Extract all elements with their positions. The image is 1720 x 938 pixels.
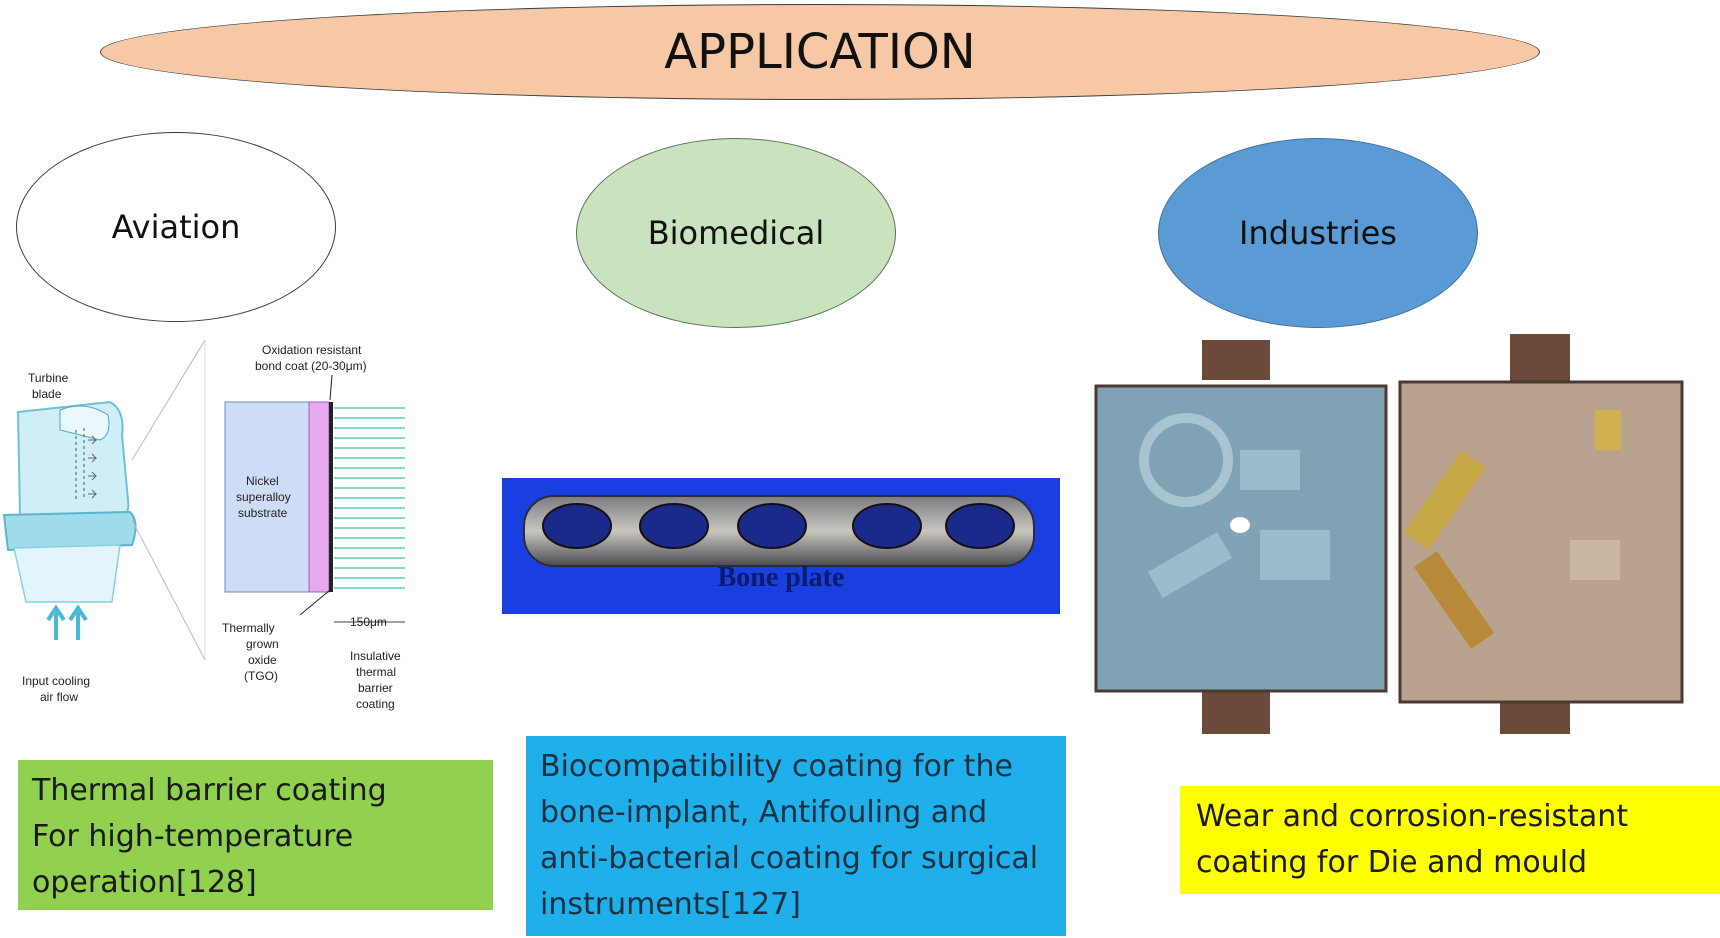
substrate-layer <box>224 401 310 593</box>
turbine-blade-tbc-figure: Turbine blade Oxidation resistant bond c… <box>2 340 405 711</box>
aviation-description-line: operation[128] <box>32 865 257 900</box>
label-cooling-2: air flow <box>40 690 78 704</box>
label-tgo-1: Thermally <box>222 621 275 635</box>
industries-description-line: coating for Die and mould <box>1196 845 1588 880</box>
label-substrate-2: superalloy <box>236 490 291 504</box>
bone-plate-image: Bone plate <box>502 478 1060 614</box>
label-tgo-3: oxide <box>248 653 277 667</box>
biomedical-description-line: instruments[127] <box>540 887 801 922</box>
label-tbc-2: thermal <box>356 665 396 679</box>
label-tgo-2: grown <box>246 637 279 651</box>
label-turbine: Turbine <box>28 371 69 385</box>
aviation-label: Aviation <box>111 208 241 246</box>
biomedical-ellipse: Biomedical <box>576 138 896 328</box>
tbc-columns <box>334 407 405 589</box>
label-blade: blade <box>32 387 62 401</box>
aviation-description-line: Thermal barrier coating <box>32 773 387 808</box>
label-bond-coat-1: Oxidation resistant <box>262 343 362 357</box>
bond-coat-layer <box>308 401 330 593</box>
label-tgo-4: (TGO) <box>244 669 278 683</box>
aviation-description-line: For high-temperature <box>32 819 354 854</box>
turbine-blade-illustration <box>2 400 137 640</box>
biomedical-description-line: bone-implant, Antifouling and <box>540 795 988 830</box>
label-thickness: 150μm <box>350 615 387 629</box>
industries-description-box: Wear and corrosion-resistant coating for… <box>1180 786 1720 894</box>
aviation-ellipse: Aviation <box>16 132 336 322</box>
label-substrate-3: substrate <box>238 506 288 520</box>
biomedical-description-line: anti-bacterial coating for surgical <box>540 841 1039 876</box>
label-cooling-1: Input cooling <box>22 674 90 688</box>
tgo-layer <box>329 402 333 592</box>
application-title: APPLICATION <box>664 24 976 80</box>
industries-ellipse: Industries <box>1158 138 1478 328</box>
biomedical-description-line: Biocompatibility coating for the <box>540 749 1013 784</box>
biomedical-description-box: Biocompatibility coating for the bone-im… <box>526 736 1066 936</box>
label-tbc-4: coating <box>356 697 395 711</box>
aviation-description-box: Thermal barrier coating For high-tempera… <box>18 760 493 910</box>
die-mould-image <box>1094 334 1684 734</box>
application-title-ellipse: APPLICATION <box>100 4 1540 100</box>
bone-plate-drawing <box>523 495 1035 567</box>
industries-description-line: Wear and corrosion-resistant <box>1196 799 1629 834</box>
label-bond-coat-2: bond coat (20-30μm) <box>255 359 367 373</box>
label-tbc-1: Insulative <box>350 649 401 663</box>
label-tbc-3: barrier <box>358 681 393 695</box>
label-substrate-1: Nickel <box>246 474 279 488</box>
biomedical-label: Biomedical <box>647 214 825 252</box>
bone-plate-caption: Bone plate <box>717 562 845 593</box>
industries-label: Industries <box>1239 214 1397 252</box>
